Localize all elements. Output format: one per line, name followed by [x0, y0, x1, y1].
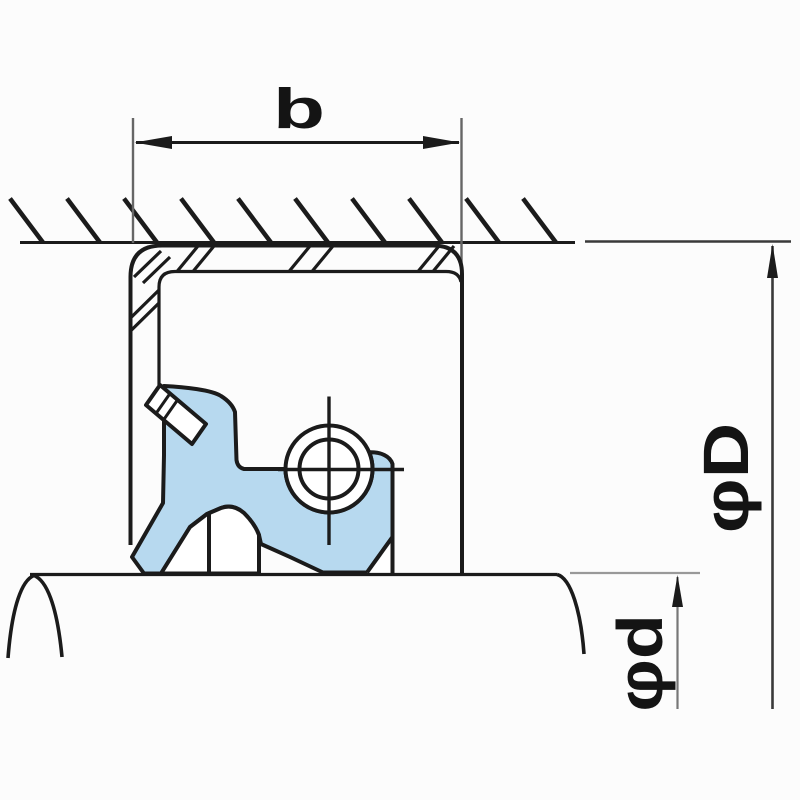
- svg-text:b: b: [273, 77, 325, 141]
- svg-text:φd: φd: [604, 614, 675, 712]
- svg-text:φD: φD: [690, 423, 762, 533]
